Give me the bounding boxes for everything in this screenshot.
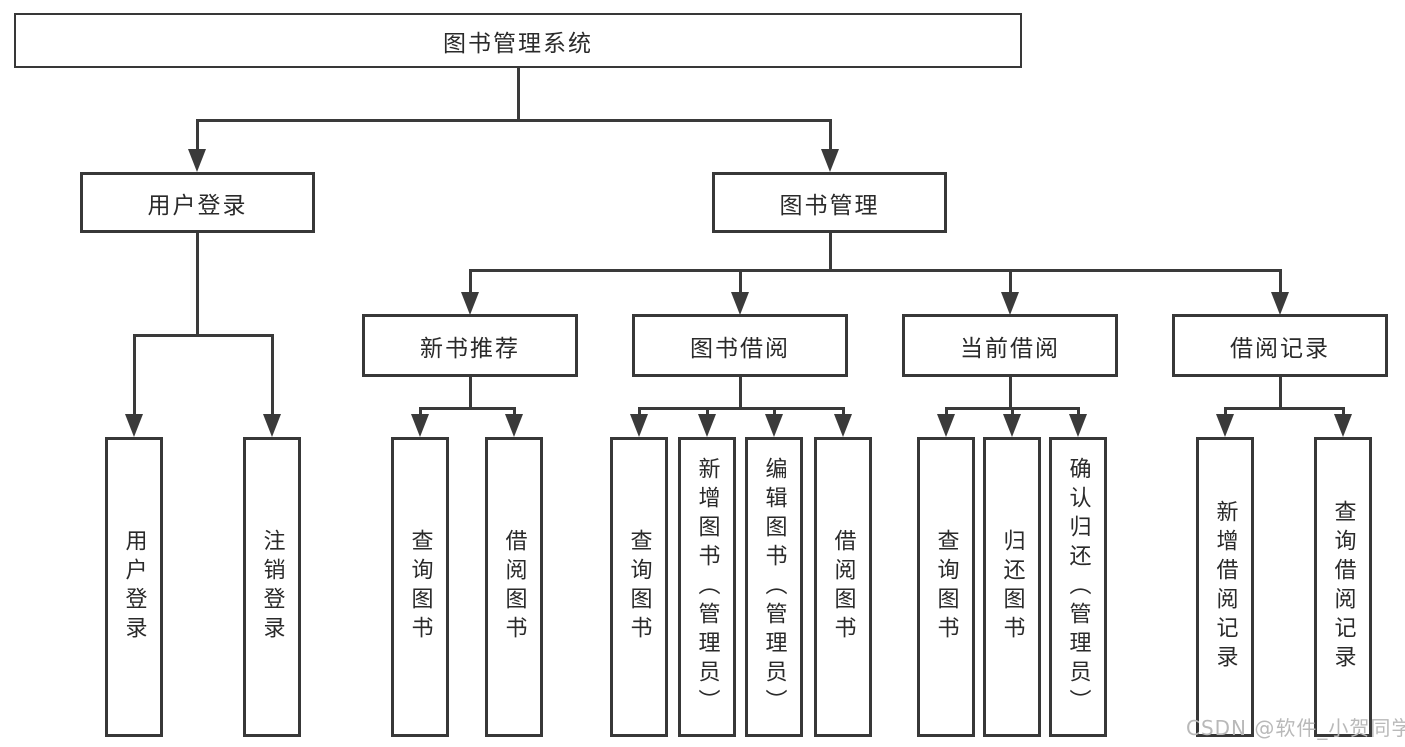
arrow-down-icon [1334, 414, 1352, 437]
leaf-edit-book-admin-label: 编辑图书（管理员） [761, 456, 787, 718]
arrow-down-icon [505, 414, 523, 437]
leaf-query-books-current-label: 查询图书 [933, 529, 959, 645]
leaf-query-books-current: 查询图书 [917, 437, 975, 737]
connector-group-bar [418, 406, 516, 410]
connector-leaf-drop [512, 408, 516, 416]
connector-book-mgmt-bar [468, 268, 1282, 272]
connector-group-stem [468, 377, 472, 408]
arrow-down-icon [937, 414, 955, 437]
connector-leaf-drop [1341, 408, 1345, 416]
arrow-down-icon [125, 414, 143, 437]
leaf-query-borrow-record: 查询借阅记录 [1314, 437, 1372, 737]
leaf-borrow-books-recommend-label: 借阅图书 [501, 529, 527, 645]
arrow-down-icon [1001, 292, 1019, 315]
arrow-down-icon [1069, 414, 1087, 437]
connector-leaf-drop [270, 335, 274, 415]
node-new-book-recommend-label: 新书推荐 [420, 335, 520, 362]
connector-leaf-drop [132, 335, 136, 415]
arrow-down-icon [630, 414, 648, 437]
connector-leaf-drop [1076, 408, 1080, 416]
leaf-add-book-admin-label: 新增图书（管理员） [694, 456, 720, 718]
connector-user-login-stem [195, 233, 199, 335]
node-new-book-recommend: 新书推荐 [362, 314, 578, 377]
connector-level3-drop [1278, 270, 1282, 294]
node-user-login: 用户登录 [80, 172, 315, 233]
node-current-borrowing: 当前借阅 [902, 314, 1118, 377]
connector-group-stem [1008, 377, 1012, 408]
leaf-query-borrow-record-label: 查询借阅记录 [1330, 500, 1356, 674]
leaf-query-books-borrowing: 查询图书 [610, 437, 668, 737]
connector-leaf-drop [637, 408, 641, 416]
node-book-management-label: 图书管理 [779, 192, 880, 219]
connector-leaf-drop [772, 408, 776, 416]
leaf-borrow-books-borrowing: 借阅图书 [814, 437, 872, 737]
leaf-logout-label: 注销登录 [259, 529, 285, 645]
connector-leaf-drop [841, 408, 845, 416]
leaf-edit-book-admin: 编辑图书（管理员） [745, 437, 803, 737]
leaf-confirm-return-admin-label: 确认归还（管理员） [1065, 456, 1091, 718]
arrow-down-icon [188, 149, 206, 172]
node-borrowing-records-label: 借阅记录 [1230, 335, 1330, 362]
leaf-borrow-books-borrowing-label: 借阅图书 [830, 529, 856, 645]
leaf-add-borrow-record-label: 新增借阅记录 [1212, 500, 1238, 674]
leaf-query-books-recommend: 查询图书 [391, 437, 449, 737]
node-user-login-label: 用户登录 [147, 192, 248, 219]
arrow-down-icon [411, 414, 429, 437]
arrow-down-icon [1216, 414, 1234, 437]
watermark: CSDN @软件_小贺同学 [1186, 716, 1405, 740]
node-book-management: 图书管理 [712, 172, 947, 233]
connector-user-login-drop [195, 120, 199, 152]
arrow-down-icon [263, 414, 281, 437]
leaf-return-book: 归还图书 [983, 437, 1041, 737]
connector-leaf-drop [705, 408, 709, 416]
arrow-down-icon [698, 414, 716, 437]
node-borrowing-records: 借阅记录 [1172, 314, 1388, 377]
node-library-system: 图书管理系统 [14, 13, 1022, 68]
connector-level3-drop [468, 270, 472, 294]
leaf-borrow-books-recommend: 借阅图书 [485, 437, 543, 737]
arrow-down-icon [834, 414, 852, 437]
node-current-borrowing-label: 当前借阅 [960, 335, 1060, 362]
arrow-down-icon [731, 292, 749, 315]
arrow-down-icon [1003, 414, 1021, 437]
leaf-query-books-recommend-label: 查询图书 [407, 529, 433, 645]
connector-user-login-bar [132, 333, 274, 337]
connector-leaf-drop [418, 408, 422, 416]
connector-level3-drop [1008, 270, 1012, 294]
leaf-confirm-return-admin: 确认归还（管理员） [1049, 437, 1107, 737]
leaf-user-login-label: 用户登录 [121, 529, 147, 645]
arrow-down-icon [821, 149, 839, 172]
connector-root-stem [516, 68, 520, 120]
leaf-add-book-admin: 新增图书（管理员） [678, 437, 736, 737]
node-book-borrowing-label: 图书借阅 [690, 335, 790, 362]
connector-leaf-drop [944, 408, 948, 416]
node-library-system-label: 图书管理系统 [443, 30, 593, 57]
leaf-user-login: 用户登录 [105, 437, 163, 737]
connector-root-bar [195, 118, 832, 122]
leaf-query-books-borrowing-label: 查询图书 [626, 529, 652, 645]
arrow-down-icon [765, 414, 783, 437]
connector-leaf-drop [1010, 408, 1014, 416]
arrow-down-icon [1271, 292, 1289, 315]
leaf-logout: 注销登录 [243, 437, 301, 737]
connector-book-mgmt-stem [828, 233, 832, 270]
leaf-add-borrow-record: 新增借阅记录 [1196, 437, 1254, 737]
connector-book-mgmt-drop [828, 120, 832, 152]
connector-group-bar [637, 406, 845, 410]
arrow-down-icon [461, 292, 479, 315]
connector-group-stem [1278, 377, 1282, 408]
connector-group-bar [1223, 406, 1345, 410]
connector-group-stem [738, 377, 742, 408]
connector-leaf-drop [1223, 408, 1227, 416]
node-book-borrowing: 图书借阅 [632, 314, 848, 377]
connector-level3-drop [738, 270, 742, 294]
leaf-return-book-label: 归还图书 [999, 529, 1025, 645]
